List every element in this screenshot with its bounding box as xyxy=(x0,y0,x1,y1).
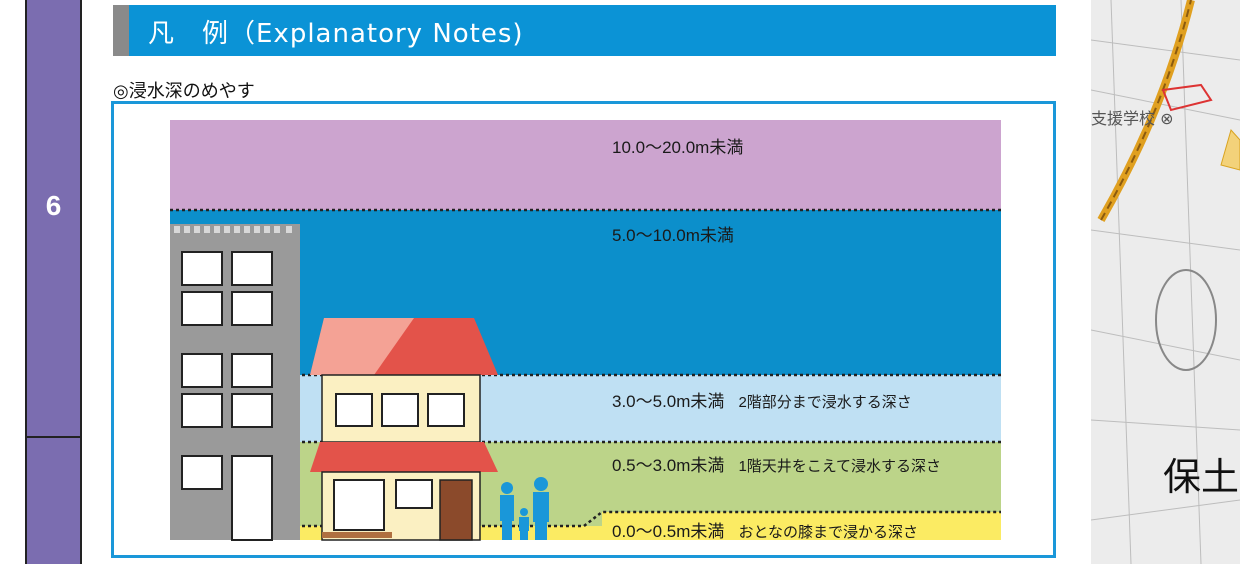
band-label-10-20m: 10.0〜20.0m未満 xyxy=(612,133,743,158)
chapter-tab[interactable]: 6 xyxy=(25,0,82,564)
map-background xyxy=(1091,0,1240,564)
band-label-5-10m: 5.0〜10.0m未満 xyxy=(612,221,734,246)
band-range: 3.0〜5.0m未満 xyxy=(612,392,725,411)
band-description: おとなの膝まで浸かる深さ xyxy=(738,524,918,541)
map-school-label: 支援学校 ⊗ xyxy=(1091,109,1174,128)
legend-title: 凡 例（Explanatory Notes) xyxy=(148,19,524,49)
map-panel[interactable]: 支援学校 ⊗ 保土 xyxy=(1091,0,1240,564)
band-label-05-3m: 0.5〜3.0m未満 1階天井をこえて浸水する深さ xyxy=(612,451,941,476)
flood-depth-illustration xyxy=(170,120,1001,541)
page-margin xyxy=(0,0,25,564)
family-icon xyxy=(500,477,549,540)
header-accent-bar xyxy=(113,5,129,56)
band-description: 1階天井をこえて浸水する深さ xyxy=(738,458,942,475)
apartment-building-icon xyxy=(170,224,300,541)
chapter-number: 6 xyxy=(45,190,62,221)
band-range: 0.0〜0.5m未満 xyxy=(612,522,725,541)
chapter-divider xyxy=(27,436,80,438)
band-10-20m xyxy=(170,120,1001,210)
band-label-0-05m: 0.0〜0.5m未満おとなの膝まで浸かる深さ xyxy=(612,517,918,542)
map-place-label: 保土 xyxy=(1163,455,1240,499)
flood-depth-diagram: 10.0〜20.0m未満 5.0〜10.0m未満 3.0〜5.0m未満 2階部分ま… xyxy=(111,101,1056,558)
band-range: 0.5〜3.0m未満 xyxy=(612,456,725,475)
band-5-10m xyxy=(170,210,1001,375)
band-description: 2階部分まで浸水する深さ xyxy=(738,394,912,411)
band-range: 10.0〜20.0m未満 xyxy=(612,138,744,157)
depth-boundaries xyxy=(170,208,1001,528)
house-icon xyxy=(310,318,498,541)
band-05-3m xyxy=(170,442,1001,512)
band-3-5m xyxy=(170,375,1001,442)
legend-header: 凡 例（Explanatory Notes) xyxy=(113,5,1056,56)
subtitle: ◎浸水深のめやす xyxy=(113,81,255,102)
band-label-3-5m: 3.0〜5.0m未満 2階部分まで浸水する深さ xyxy=(612,387,912,412)
band-range: 5.0〜10.0m未満 xyxy=(612,226,734,245)
